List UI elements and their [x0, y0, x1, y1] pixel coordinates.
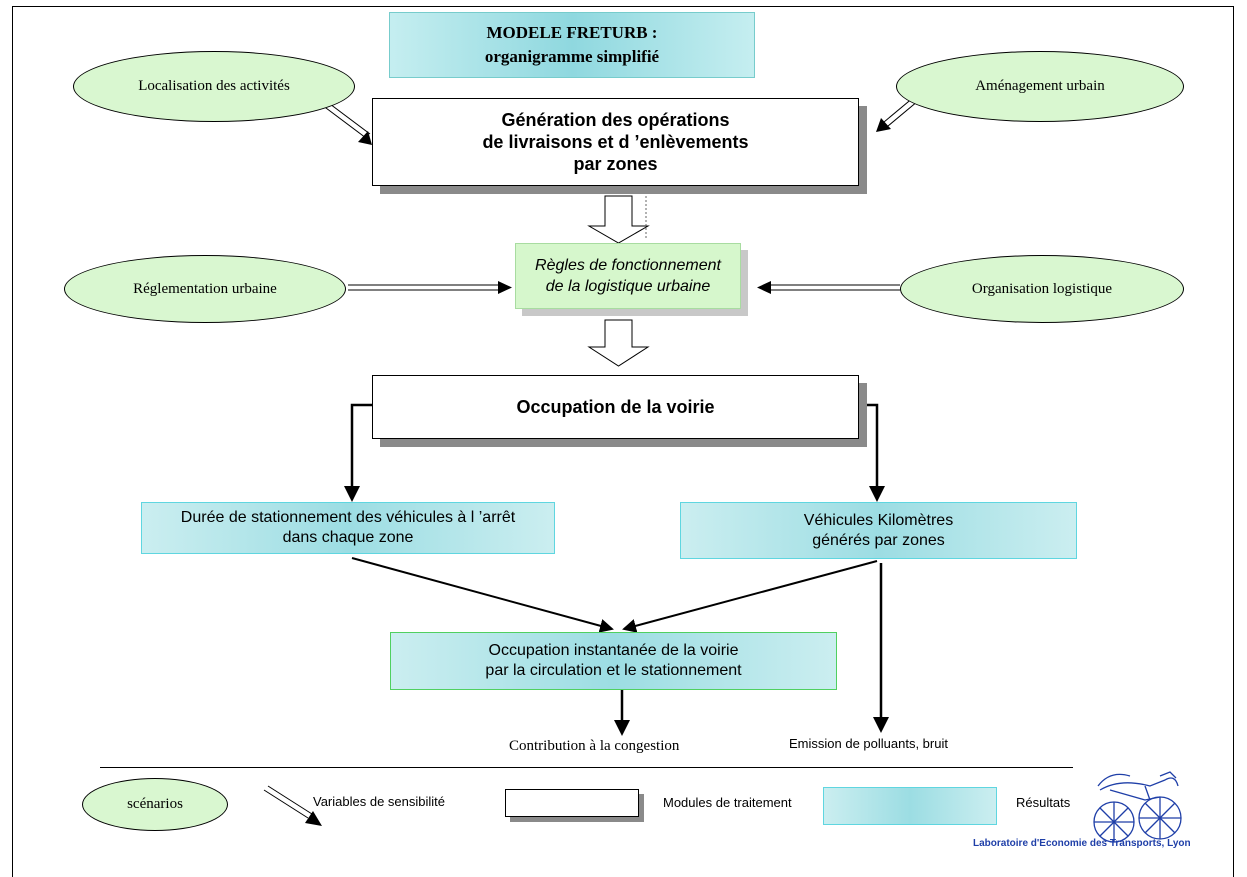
result-instantanee: Occupation instantanée de la voirie par …: [390, 632, 837, 690]
arrow-vehicules-to-emission: [873, 563, 889, 733]
result-instantanee-line-2: par la circulation et le stationnement: [485, 662, 742, 679]
output-emission: Emission de polluants, bruit: [789, 736, 948, 751]
result-duree-line-2: dans chaque zone: [282, 529, 414, 546]
arrow-occupation-to-duree: [344, 403, 372, 502]
result-vehicules-line-1: Véhicules Kilomètres: [803, 511, 954, 529]
result-duree: Durée de stationnement des véhicules à l…: [141, 502, 555, 554]
legend-module-swatch: [505, 789, 639, 817]
module-occupation-label: Occupation de la voirie: [516, 397, 715, 417]
legend-modules-label: Modules de traitement: [663, 795, 792, 810]
legend-variables-label: Variables de sensibilité: [313, 794, 445, 809]
title-line-1: MODELE FRETURB :: [486, 23, 658, 42]
result-vehicules: Véhicules Kilomètres générés par zones: [680, 502, 1077, 559]
arrow-vehicules-to-instantanee: [622, 560, 878, 633]
rules-line-1: Règles de fonctionnement: [535, 257, 721, 274]
let-logo-carriage: [1093, 771, 1182, 843]
input-localisation-label: Localisation des activités: [138, 78, 290, 94]
connectors-layer: [263, 91, 1182, 843]
arrow-reglementation-to-rules: [348, 281, 512, 294]
input-organisation-label: Organisation logistique: [971, 280, 1113, 297]
module-generation-line-1: Génération des opérations: [501, 110, 730, 130]
legend-scenarios-ellipse: scénarios: [82, 778, 228, 831]
module-generation: Génération des opérations de livraisons …: [372, 98, 859, 186]
result-duree-line-1: Durée de stationnement des véhicules à l…: [180, 509, 516, 526]
legend-arrow-variables: [263, 785, 322, 826]
rules-box: Règles de fonctionnement de la logistiqu…: [515, 243, 741, 309]
arrow-duree-to-instantanee: [351, 557, 614, 633]
title-line-2: organigramme simplifié: [484, 47, 660, 66]
legend-separator: [100, 767, 1073, 768]
module-occupation: Occupation de la voirie: [372, 375, 859, 439]
diagram-title: MODELE FRETURB : organigramme simplifié: [389, 12, 755, 78]
input-reglementation-ellipse: Réglementation urbaine: [64, 255, 346, 323]
arrow-occupation-to-vehicules: [860, 403, 885, 502]
input-localisation-ellipse: Localisation des activités: [73, 51, 355, 122]
block-arrow-rules-to-occupation: [587, 319, 650, 367]
legend-result-swatch: [823, 787, 997, 825]
input-amenagement-label: Aménagement urbain: [975, 78, 1105, 94]
result-vehicules-line-2: générés par zones: [812, 531, 945, 549]
input-amenagement-ellipse: Aménagement urbain: [896, 51, 1184, 122]
arrow-organisation-to-rules: [757, 281, 900, 294]
rules-line-2: de la logistique urbaine: [545, 278, 711, 295]
logo-caption: Laboratoire d'Economie des Transports, L…: [973, 838, 1191, 849]
arrow-instantanee-to-congestion: [614, 690, 630, 736]
input-organisation-ellipse: Organisation logistique: [900, 255, 1184, 323]
diagram-frame: [12, 6, 1234, 877]
result-instantanee-line-1: Occupation instantanée de la voirie: [488, 642, 739, 659]
module-generation-line-2: de livraisons et d ’enlèvements: [482, 132, 749, 152]
module-generation-line-3: par zones: [573, 154, 658, 174]
legend-scenarios-label: scénarios: [127, 796, 183, 812]
output-congestion: Contribution à la congestion: [509, 738, 680, 754]
input-reglementation-label: Réglementation urbaine: [133, 280, 277, 297]
legend-resultats-label: Résultats: [1016, 795, 1071, 810]
block-arrow-generation-to-rules: [587, 195, 650, 244]
